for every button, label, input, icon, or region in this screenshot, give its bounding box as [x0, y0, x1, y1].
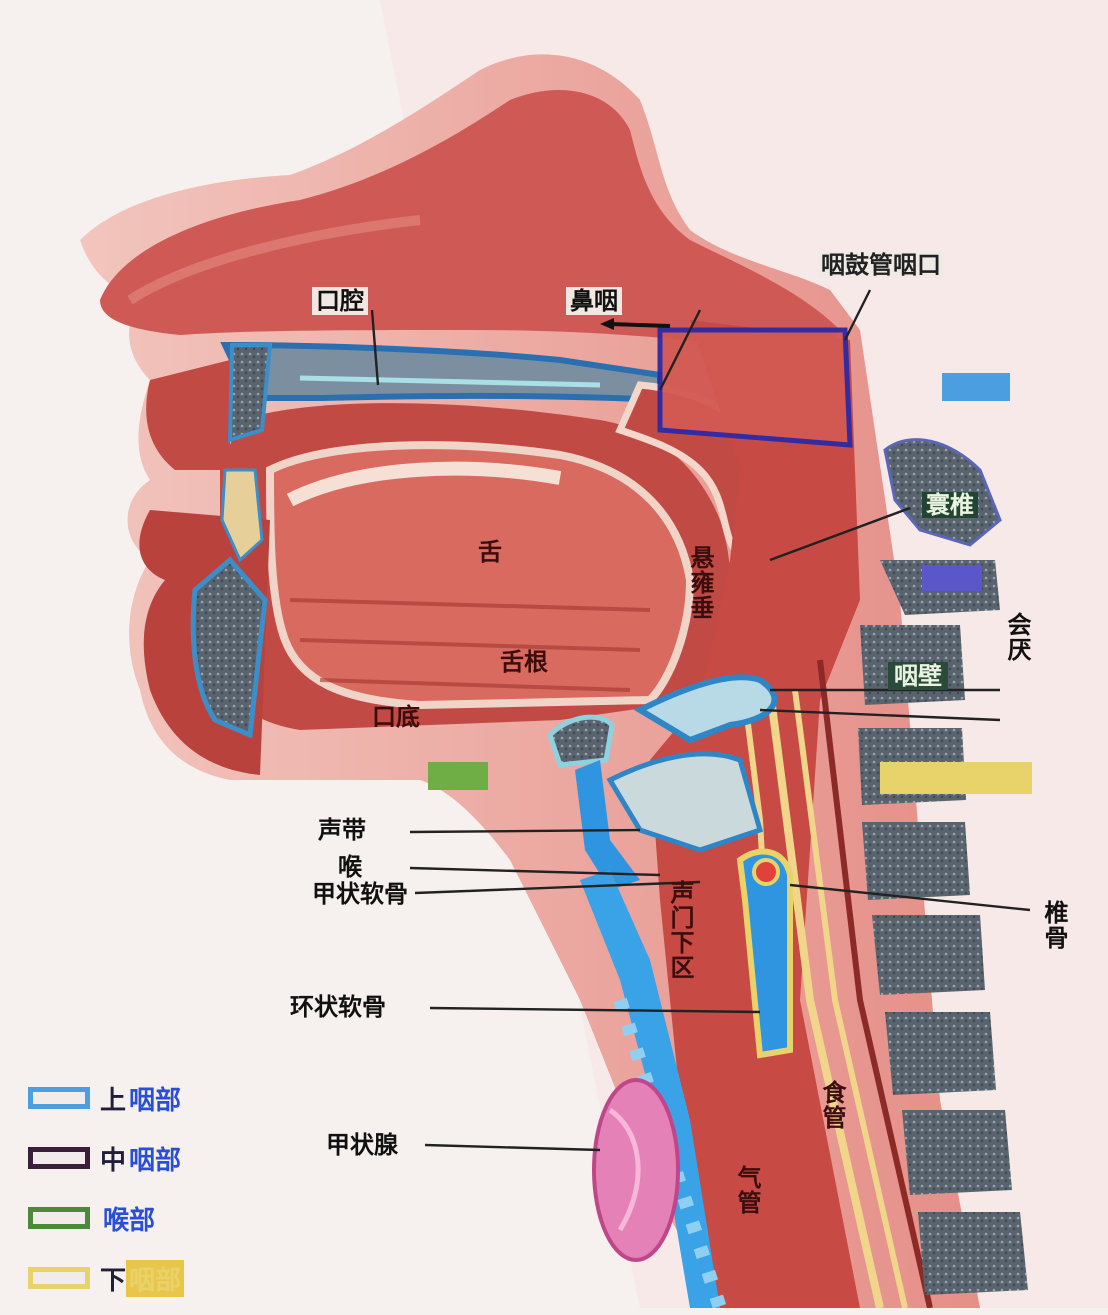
legend-label: 咽部	[126, 1080, 184, 1117]
label-nasopharynx: 鼻咽	[566, 287, 622, 315]
label-cricoid-cartilage: 环状软骨	[290, 995, 386, 1019]
label-atlas: 寰椎	[922, 492, 978, 518]
label-pharynx-wall: 咽壁	[888, 662, 948, 690]
label-vertebra: 椎骨	[1042, 900, 1066, 950]
label-axis: 枢椎	[922, 565, 982, 591]
legend-prefix: 中	[100, 1140, 126, 1177]
legend-label: 喉部	[100, 1200, 158, 1237]
legend-label: 咽部	[126, 1260, 184, 1297]
legend-item: 上咽部	[28, 1075, 184, 1121]
legend-swatch	[28, 1207, 90, 1229]
label-trachea: 气管	[735, 1165, 759, 1215]
label-oral-cavity: 口腔	[312, 287, 368, 315]
nasopharynx-arrow	[610, 324, 670, 326]
label-thyroid-gland: 甲状腺	[326, 1133, 398, 1157]
arytenoid	[754, 860, 778, 884]
legend: 上咽部中咽部喉部下咽部	[28, 1075, 184, 1315]
label-pyriform: 梨状窝	[880, 762, 1032, 794]
label-thyroid-cartilage: 甲状软骨	[312, 882, 408, 906]
legend-label: 咽部	[126, 1140, 184, 1177]
legend-prefix: 上	[100, 1080, 126, 1117]
hyoid-bone	[550, 717, 612, 765]
legend-swatch	[28, 1087, 90, 1109]
label-esophagus: 食管	[820, 1080, 844, 1130]
legend-item: 中咽部	[28, 1135, 184, 1181]
label-tongue-base: 舌根	[500, 650, 548, 674]
label-eustachian-tube: 咽鼓管咽口	[818, 252, 944, 278]
label-hyoid: 舌骨	[428, 762, 488, 790]
label-epiglottis: 会厌	[1005, 612, 1029, 662]
legend-swatch	[28, 1147, 90, 1169]
upper-teeth	[230, 345, 270, 440]
nasopharynx-region	[660, 330, 850, 445]
label-vocal-cord: 声带	[318, 818, 366, 842]
legend-item: 下咽部	[28, 1255, 184, 1301]
label-glottis: 喉	[338, 855, 362, 879]
legend-item: 喉部	[28, 1195, 184, 1241]
legend-prefix: 下	[100, 1260, 126, 1297]
label-subglottis: 声门下区	[668, 880, 692, 980]
label-mouth-floor: 口底	[372, 705, 420, 729]
label-soft-palate: 软腭	[942, 373, 1010, 401]
label-tongue: 舌	[478, 540, 502, 564]
legend-swatch	[28, 1267, 90, 1289]
label-uvula: 悬雍垂	[688, 545, 712, 620]
